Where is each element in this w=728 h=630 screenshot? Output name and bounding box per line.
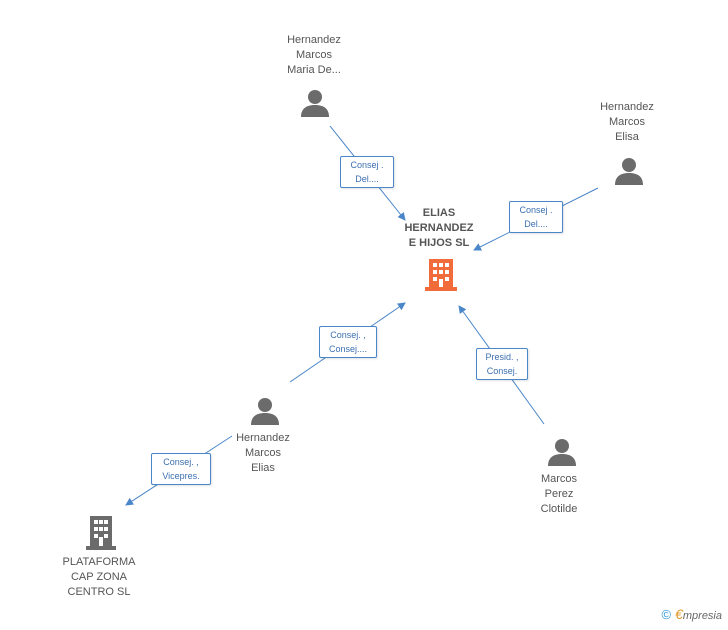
person-icon[interactable]: [614, 156, 644, 191]
building-icon[interactable]: [86, 515, 116, 556]
node-company-plataforma[interactable]: PLATAFORMA CAP ZONA CENTRO SL: [48, 555, 150, 600]
footer-brand: © €mpresia: [661, 606, 722, 622]
edge-label-maria-main[interactable]: Consej . Del....: [340, 156, 394, 188]
node-person-elisa[interactable]: Hernandez Marcos Elisa: [576, 100, 678, 145]
copyright-symbol: ©: [661, 606, 672, 622]
person-elias-label: Hernandez Marcos Elias: [236, 432, 290, 474]
company-plataforma-label: PLATAFORMA CAP ZONA CENTRO SL: [62, 556, 136, 598]
person-elisa-label: Hernandez Marcos Elisa: [600, 101, 654, 143]
node-person-clotilde[interactable]: Marcos Perez Clotilde: [508, 472, 610, 517]
brand-name: mpresia: [682, 610, 722, 622]
brand-logo: €mpresia: [675, 606, 722, 622]
edge-label-elias-main[interactable]: Consej. , Consej....: [319, 326, 377, 358]
node-main-company[interactable]: ELIAS HERNANDEZ E HIJOS SL: [388, 206, 490, 251]
edge-label-elias-plataforma[interactable]: Consej. , Vicepres.: [151, 453, 211, 485]
building-icon[interactable]: [425, 257, 457, 298]
edge-label-clotilde-main[interactable]: Presid. , Consej.: [476, 348, 528, 380]
person-icon[interactable]: [300, 88, 330, 123]
brand-initial: €: [675, 606, 683, 622]
person-clotilde-label: Marcos Perez Clotilde: [540, 473, 578, 515]
person-maria-label: Hernandez Marcos Maria De...: [287, 34, 341, 76]
node-person-elias[interactable]: Hernandez Marcos Elias: [212, 431, 314, 476]
node-person-maria[interactable]: Hernandez Marcos Maria De...: [263, 33, 365, 78]
person-icon[interactable]: [250, 396, 280, 431]
edge-label-elisa-main[interactable]: Consej . Del....: [509, 201, 563, 233]
person-icon[interactable]: [547, 437, 577, 472]
main-company-label: ELIAS HERNANDEZ E HIJOS SL: [404, 207, 474, 249]
